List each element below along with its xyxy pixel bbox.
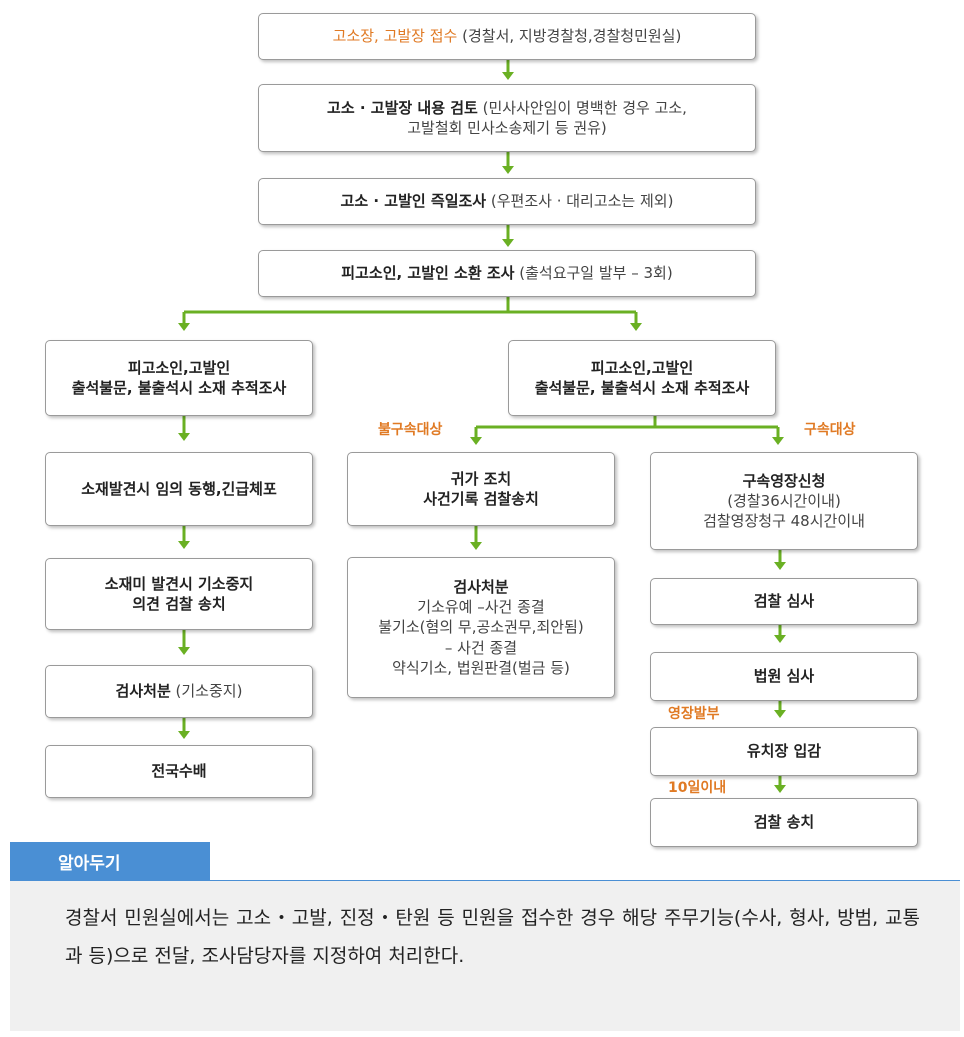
right-court-review: 법원 심사	[650, 652, 918, 701]
right-detention-admission: 유치장 입감	[650, 727, 918, 776]
right-warrant-request: 구속영장신청 (경찰36시간이내) 검찰영장청구 48시간이내	[650, 452, 918, 550]
notice-text: 경찰서 민원실에서는 고소・고발, 진정・탄원 등 민원을 접수한 경우 해당 …	[10, 881, 960, 1031]
mid-disposition-title: 검사처분	[453, 577, 509, 596]
mid-return-line1: 귀가 조치	[450, 469, 512, 488]
step-review-detail: (민사사안임이 명백한 경우 고소,	[477, 98, 687, 117]
left-trace-line2: 출석불문, 불출석시 소재 추적조사	[71, 379, 287, 397]
mid-return-home: 귀가 조치 사건기록 검찰송치	[347, 452, 615, 526]
right-trace-investigation: 피고소인,고발인 출석불문, 불출석시 소재 추적조사	[508, 340, 776, 416]
step-review-complaint: 고소 · 고발장 내용 검토 (민사사안임이 명백한 경우 고소, 고발철회 민…	[258, 84, 756, 152]
mid-disposition-line4: 약식기소, 법원판결(벌금 등)	[392, 658, 570, 677]
right-trace-line1: 피고소인,고발인	[590, 358, 694, 377]
right-court-review-text: 법원 심사	[753, 667, 815, 686]
label-within-10-days: 10일이내	[668, 780, 727, 796]
step-same-day-investigation: 고소 · 고발인 즉일조사 (우편조사 · 대리고소는 제외)	[258, 178, 756, 225]
left-trace-investigation: 피고소인,고발인 출석불문, 불출석시 소재 추적조사	[45, 340, 313, 416]
left-suspension-line2: 의견 검찰 송치	[132, 595, 226, 613]
left-suspension-line1: 소재미 발견시 기소중지	[104, 574, 254, 593]
right-prosecution-review-text: 검찰 심사	[753, 592, 815, 611]
notice-tab: 알아두기	[10, 842, 210, 880]
step-summon-detail: (출석요구일 발부 – 3회)	[514, 264, 673, 283]
left-disposition-lead: 검사처분	[115, 682, 171, 701]
step-same-day-lead: 고소 · 고발인 즉일조사	[340, 192, 487, 211]
right-referral-text: 검찰 송치	[753, 813, 815, 832]
step-same-day-detail: (우편조사 · 대리고소는 제외)	[486, 192, 674, 211]
step-receive-complaint-detail: (경찰서, 지방경찰청,경찰청민원실)	[457, 27, 682, 46]
right-trace-line2: 출석불문, 불출석시 소재 추적조사	[534, 379, 750, 397]
label-detention: 구속대상	[804, 422, 856, 438]
step-review-detail-line2: 고발철회 민사소송제기 등 권유)	[407, 119, 607, 137]
left-prosecutor-disposition: 검사처분 (기소중지)	[45, 665, 313, 718]
notice-divider	[10, 880, 960, 881]
left-arrest-on-discovery: 소재발견시 임의 동행,긴급체포	[45, 452, 313, 526]
right-warrant-title: 구속영장신청	[742, 471, 826, 490]
step-summon-investigation: 피고소인, 고발인 소환 조사 (출석요구일 발부 – 3회)	[258, 250, 756, 297]
right-warrant-line2: 검찰영장청구 48시간이내	[703, 512, 865, 531]
right-warrant-line1: (경찰36시간이내)	[727, 491, 841, 510]
mid-disposition-line2: 불기소(혐의 무,공소권무,죄안됨)	[378, 618, 584, 637]
step-receive-complaint: 고소장, 고발장 접수 (경찰서, 지방경찰청,경찰청민원실)	[258, 13, 756, 60]
label-non-detention: 불구속대상	[378, 422, 443, 438]
mid-disposition-line1: 기소유예 –사건 종결	[417, 598, 545, 617]
left-disposition-detail: (기소중지)	[170, 682, 243, 701]
mid-return-line2: 사건기록 검찰송치	[423, 490, 539, 508]
left-trace-line1: 피고소인,고발인	[127, 358, 231, 377]
mid-disposition-line3: – 사건 종결	[444, 638, 518, 657]
label-warrant-issued: 영장발부	[668, 706, 720, 722]
right-detention-text: 유치장 입감	[746, 742, 822, 761]
step-review-lead: 고소 · 고발장 내용 검토	[327, 98, 478, 117]
right-prosecution-review: 검찰 심사	[650, 578, 918, 625]
left-nationwide-wanted: 전국수배	[45, 745, 313, 798]
left-arrest-text: 소재발견시 임의 동행,긴급체포	[81, 479, 277, 498]
step-summon-lead: 피고소인, 고발인 소환 조사	[341, 264, 515, 283]
right-prosecution-referral: 검찰 송치	[650, 798, 918, 847]
step-receive-complaint-lead: 고소장, 고발장 접수	[332, 27, 458, 46]
left-wanted-text: 전국수배	[151, 762, 207, 781]
mid-prosecutor-disposition: 검사처분 기소유예 –사건 종결 불기소(혐의 무,공소권무,죄안됨) – 사건…	[347, 557, 615, 698]
left-suspension-referral: 소재미 발견시 기소중지 의견 검찰 송치	[45, 558, 313, 630]
flow-connectors	[178, 60, 786, 793]
